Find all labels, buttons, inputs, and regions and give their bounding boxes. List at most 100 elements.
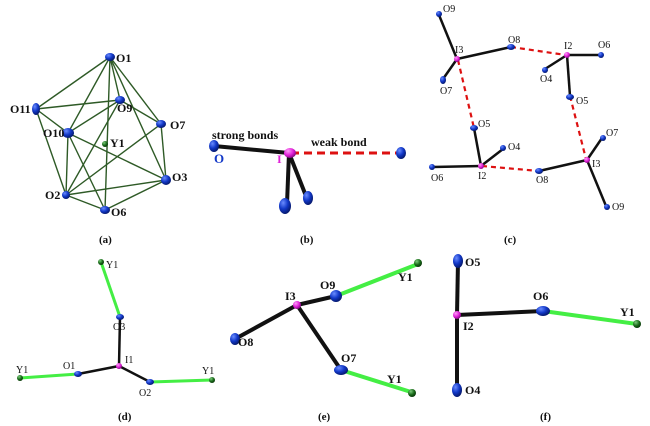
- atom-c-o8-top: [507, 44, 515, 50]
- label-e-o9: O9: [320, 278, 335, 292]
- e-bond-o7-y1: [340, 368, 412, 394]
- panel-label-f: (f): [540, 411, 551, 423]
- atom-e-o7: [334, 365, 348, 375]
- label-c-o7-top: O7: [440, 86, 452, 97]
- atom-o1: [105, 53, 115, 61]
- label-c-o4-bot: O4: [508, 142, 520, 153]
- label-c-o6-bot: O6: [431, 173, 443, 184]
- label-e-i3: I3: [285, 289, 296, 303]
- atom-o7: [156, 120, 166, 128]
- label-d-y1-right: Y1: [202, 366, 214, 377]
- atom-c-o8-bot: [535, 168, 543, 174]
- panel-label-d: (d): [118, 411, 132, 423]
- atom-e-y1-bot: [408, 389, 416, 397]
- atom-o9: [115, 96, 125, 104]
- label-e-o8: O8: [238, 335, 253, 349]
- f-bond-i2-o6: [456, 309, 544, 317]
- label-c-o7-bot: O7: [606, 128, 618, 139]
- atom-b-o: [209, 140, 219, 152]
- atom-o10: [62, 128, 74, 138]
- atom-c-o5-top: [566, 94, 574, 100]
- label-c-o8-top: O8: [508, 35, 520, 46]
- panel-e: I3 O9 Y1 O8 O7 Y1 (e): [230, 259, 422, 423]
- label-f-o4: O4: [465, 383, 480, 397]
- panel-f: O5 I2 O6 Y1 O4 (f): [452, 254, 641, 423]
- label-d-y1-left: Y1: [16, 365, 28, 376]
- strong-bonds-label: strong bonds: [212, 128, 278, 142]
- atom-d-o3: [116, 314, 124, 320]
- label-c-i3-top: I3: [455, 45, 463, 56]
- atom-b-o2: [279, 198, 291, 214]
- label-c-o5-top: O5: [576, 96, 588, 107]
- label-c-o6-top: O6: [598, 40, 610, 51]
- atom-y1: [102, 141, 108, 147]
- panel-label-e: (e): [318, 411, 331, 423]
- label-d-o3: O3: [113, 322, 125, 333]
- c-strong-bonds: [432, 14, 608, 207]
- atom-c-i3-top: [454, 56, 460, 62]
- d-bond-y1-o3: [99, 261, 122, 318]
- label-d-y1-top: Y1: [106, 260, 118, 271]
- atom-c-o9-top: [436, 11, 442, 17]
- atom-e-o9: [330, 290, 342, 302]
- label-c-o4-top: O4: [540, 74, 552, 85]
- label-d-i1: I1: [125, 355, 133, 366]
- atom-f-y1: [633, 320, 641, 328]
- label-c-o9-top: O9: [443, 4, 455, 15]
- atom-c-i3-bot: [584, 157, 590, 163]
- strong-bond-i-a: [285, 152, 291, 205]
- atom-c-o6-top: [598, 52, 604, 58]
- label-a-o10: O10: [43, 126, 64, 140]
- label-f-o5: O5: [465, 255, 480, 269]
- atom-d-y1-right: [209, 377, 215, 383]
- label-c-o8-bot: O8: [536, 175, 548, 186]
- atom-f-o6: [536, 306, 550, 316]
- label-c-i2-top: I2: [564, 41, 572, 52]
- polyhedron-edges: [35, 56, 167, 211]
- d-bond-o2-y1: [149, 378, 213, 384]
- atom-d-i1: [116, 363, 122, 369]
- d-bond-i1-o1: [77, 364, 120, 376]
- label-a-o11: O11: [10, 102, 31, 116]
- atom-c-i2-bot: [478, 163, 484, 169]
- d-bond-i1-o3: [117, 316, 122, 367]
- label-a-o3: O3: [172, 170, 187, 184]
- atom-b-o-weak: [396, 147, 406, 159]
- atom-e-o8: [230, 333, 240, 345]
- label-e-y1-top: Y1: [398, 270, 413, 284]
- f-bond-i2-o5: [455, 260, 460, 316]
- e-bond-o9-y1: [335, 262, 419, 298]
- strong-bond-i-b: [287, 152, 308, 197]
- atom-d-o1: [74, 371, 82, 377]
- atom-c-o7-bot: [600, 135, 606, 141]
- e-bond-i3-o9: [296, 294, 337, 307]
- atom-f-o5: [453, 254, 463, 268]
- label-d-o2: O2: [139, 388, 151, 399]
- panel-a: O1 O11 O10 O9 Y1 O7 O2 O3 O6 (a): [10, 51, 187, 246]
- label-a-o2: O2: [45, 188, 60, 202]
- label-f-i2: I2: [463, 319, 474, 333]
- atom-b-o3: [303, 191, 313, 205]
- panel-label-b: (b): [300, 234, 314, 246]
- strong-bond-o-i: [213, 144, 290, 155]
- atom-o3: [161, 175, 171, 185]
- atom-b-i: [284, 148, 296, 158]
- label-a-o9: O9: [117, 101, 132, 115]
- atom-c-o5-bot: [470, 125, 478, 131]
- atom-e-i3: [293, 301, 301, 309]
- c-weak-bonds: [456, 45, 588, 173]
- atom-c-o4-top: [542, 67, 548, 73]
- d-bond-i1-o2: [118, 364, 151, 384]
- label-b-i: I: [277, 152, 282, 166]
- label-c-o9-bot: O9: [612, 202, 624, 213]
- label-f-o6: O6: [533, 289, 548, 303]
- f-bond-o6-y1: [542, 309, 638, 326]
- atom-d-y1-top: [98, 259, 104, 265]
- panel-label-c: (c): [504, 234, 517, 246]
- label-a-y1: Y1: [110, 136, 125, 150]
- label-a-o1: O1: [116, 51, 131, 65]
- atom-d-o2: [146, 379, 154, 385]
- label-e-y1-bot: Y1: [387, 372, 402, 386]
- label-b-o: O: [214, 151, 224, 166]
